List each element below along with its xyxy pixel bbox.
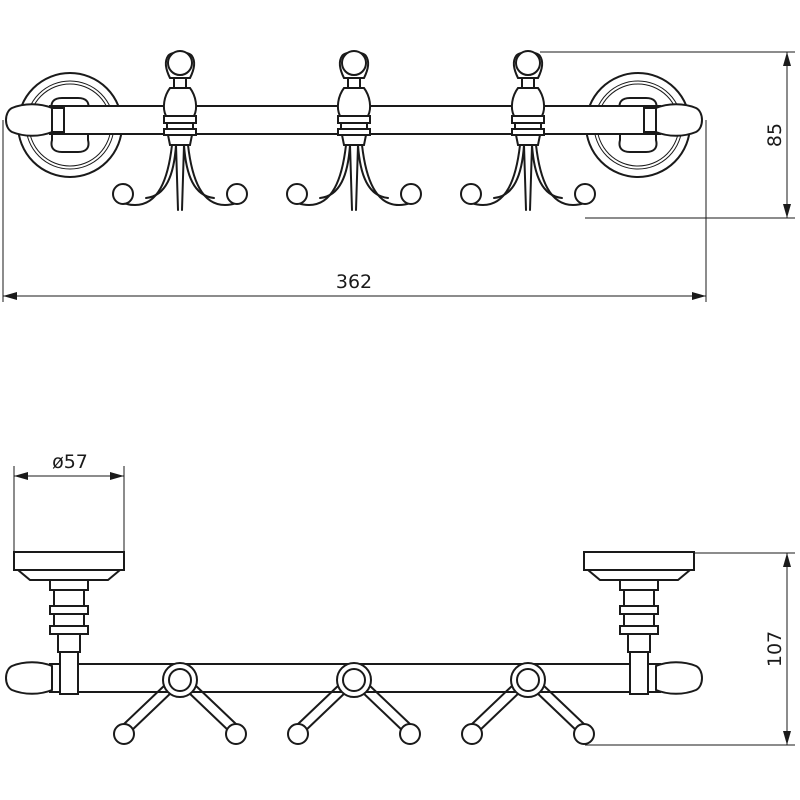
- dimension-362-label: 362: [336, 271, 372, 293]
- left-wall-mount: [13, 551, 125, 653]
- dimension-362: 362: [2, 120, 707, 302]
- right-end-cap: [655, 103, 703, 137]
- right-wall-mount: [583, 551, 695, 653]
- front-view: [5, 50, 703, 211]
- left-end-cap: [5, 103, 53, 137]
- dimension-107-label: 107: [764, 631, 786, 667]
- top-view: [5, 551, 703, 745]
- dimension-57: ø57: [13, 451, 125, 552]
- dimension-57-label: ø57: [52, 451, 88, 473]
- dimension-85: 85: [540, 51, 795, 219]
- dimension-85-label: 85: [764, 123, 786, 147]
- dimension-107: 107: [585, 552, 795, 746]
